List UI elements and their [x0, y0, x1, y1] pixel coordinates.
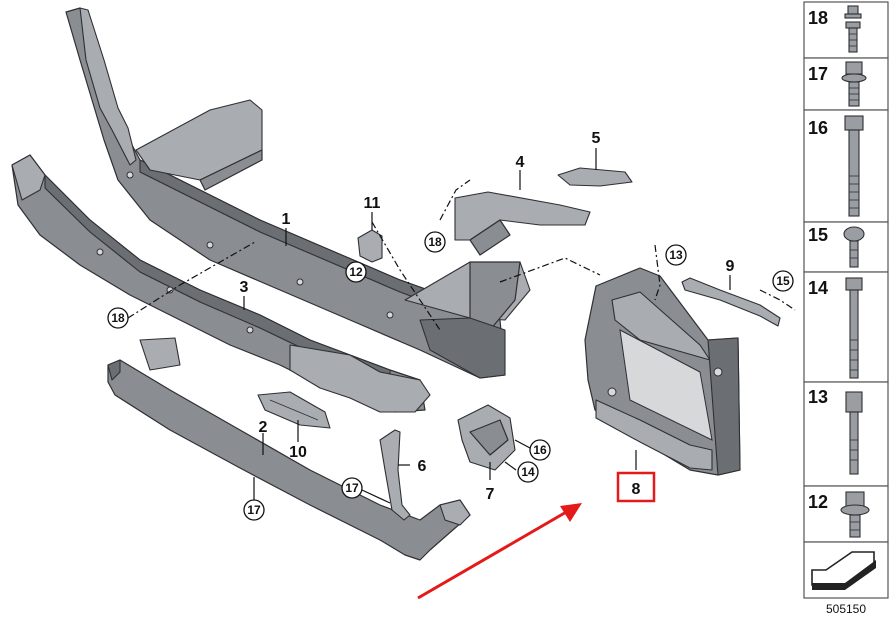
part-11-clip: [357, 229, 383, 263]
legend-label-12: 12: [808, 492, 828, 512]
circled-callouts: 18 18 12 13 14 15 16 17 17: [107, 231, 794, 521]
legend-label-13: 13: [808, 387, 828, 407]
nut-12-icon: [840, 491, 870, 538]
assembly-lines: [127, 179, 796, 331]
bolt-16-icon: [844, 115, 864, 217]
fastener-legend: 18 17 16 15 14 13 12: [803, 1, 889, 616]
legend-label-15: 15: [808, 225, 828, 245]
circled-callout-16: 16: [533, 443, 547, 457]
circled-callout-13: 13: [669, 248, 683, 262]
highlight-box: [616, 471, 656, 503]
circled-callout-14: 14: [521, 465, 535, 479]
callout-11: 11: [364, 195, 381, 212]
highlighted-callout-8: 8: [616, 471, 656, 503]
callout-3: 3: [240, 279, 249, 296]
part-5-bracket: [557, 167, 633, 187]
callout-8: 8: [632, 481, 641, 498]
callout-4: 4: [516, 154, 525, 171]
part-10-bracket: [257, 391, 331, 429]
callout-2: 2: [259, 419, 268, 436]
part-2-bumper-support: [107, 337, 471, 561]
circled-callout-15: 15: [776, 274, 790, 288]
reference-number: 505150: [826, 602, 866, 616]
screw-15-icon: [843, 226, 865, 268]
bolt-14-icon: [845, 277, 863, 379]
legend-label-14: 14: [808, 278, 828, 298]
legend-label-16: 16: [808, 118, 828, 138]
part-7-bracket: [457, 404, 516, 471]
part-4-bracket: [454, 191, 591, 256]
circled-callout-17-right: 17: [345, 481, 359, 495]
arrow-direction-icon: [811, 551, 876, 590]
part-6-bracket: [379, 429, 411, 521]
callout-1: 1: [282, 211, 291, 228]
leader-lines: [243, 148, 731, 504]
callout-labels: 1 2 3 4 5 6 7 9 10 11: [240, 130, 735, 503]
bolt-17-icon: [841, 61, 867, 107]
bolt-13-icon: [845, 391, 863, 475]
screw-18-icon: [844, 5, 862, 53]
callout-10: 10: [289, 444, 307, 461]
legend-label-17: 17: [808, 64, 828, 84]
callout-6: 6: [418, 458, 427, 475]
circled-callout-12: 12: [349, 265, 363, 279]
circled-callout-18-left: 18: [111, 311, 125, 325]
part-1-crossmember: [65, 7, 531, 379]
circled-callout-17-left: 17: [247, 503, 261, 517]
callout-9: 9: [726, 258, 735, 275]
red-arrow-icon: [417, 503, 582, 600]
part-9-strut: [681, 277, 781, 327]
part-3-lower-beam: [11, 154, 431, 413]
circled-callout-18-mid: 18: [428, 235, 442, 249]
callout-7: 7: [486, 486, 495, 503]
callout-5: 5: [592, 130, 601, 147]
part-8-radiator-frame: [584, 267, 741, 476]
legend-label-18: 18: [808, 8, 828, 28]
